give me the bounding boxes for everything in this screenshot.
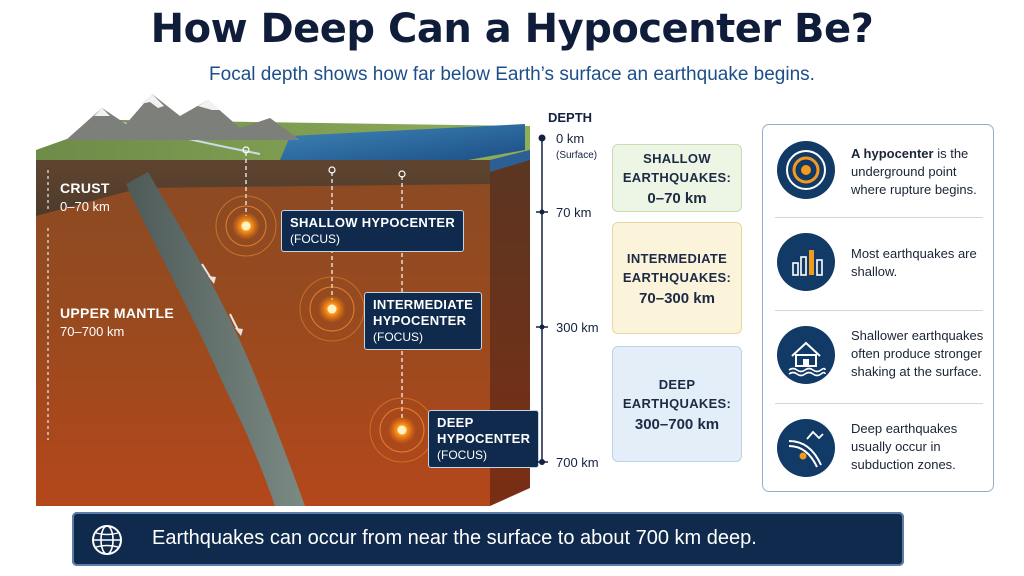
page-title: How Deep Can a Hypocenter Be?: [150, 6, 874, 52]
intermediate-category-range: 70–300 km: [639, 290, 715, 307]
fact-divider: [775, 403, 983, 404]
fact-4-text: Deep earthquakes usually occur in subduc…: [851, 421, 958, 472]
shallow-category-line1: SHALLOW: [643, 151, 711, 166]
intermediate-hypocenter-label: INTERMEDIATE HYPOCENTER (FOCUS): [364, 292, 483, 350]
intermediate-category-line1: INTERMEDIATE: [626, 251, 728, 266]
deep-category-line2: EARTHQUAKES:: [622, 396, 732, 411]
shallow-category-box: SHALLOW EARTHQUAKES: 0–70 km: [612, 144, 742, 212]
depth-700km: 700 km: [556, 455, 599, 470]
intermediate-category-line2: EARTHQUAKES:: [622, 270, 732, 285]
target-icon: [777, 141, 835, 199]
fact-most-shallow: Most earthquakes are shallow.: [763, 218, 995, 310]
shallow-category-line2: EARTHQUAKES:: [622, 170, 732, 185]
deep-hypocenter-label: DEEP HYPOCENTER (FOCUS): [428, 410, 540, 468]
mountain-range: [66, 94, 300, 140]
shallow-hypocenter-focus: (FOCUS): [290, 232, 340, 246]
depth-heading: DEPTH: [548, 110, 593, 125]
intermediate-hypocenter-focus: (FOCUS): [373, 330, 423, 344]
crust-label: CRUST: [60, 180, 110, 196]
deep-hypocenter-focus: (FOCUS): [437, 448, 487, 462]
facts-panel: A hypocenter is the underground point wh…: [762, 124, 994, 492]
bar-chart-icon: [777, 233, 835, 291]
shallow-hypocenter-label: SHALLOW HYPOCENTER (FOCUS): [281, 210, 465, 252]
deep-category-box: DEEP EARTHQUAKES: 300–700 km: [612, 346, 742, 462]
summary-banner: Earthquakes can occur from near the surf…: [72, 512, 904, 566]
fact-1-rest: is the underground point where rupture b…: [851, 146, 977, 197]
summary-text: Earthquakes can occur from near the surf…: [152, 527, 757, 549]
upper-mantle-label: UPPER MANTLE: [60, 305, 175, 321]
depth-300km: 300 km: [556, 320, 599, 335]
fact-shallow-shaking: Shallower earthquakes often produce stro…: [763, 311, 995, 403]
depth-0km: 0 km: [556, 131, 585, 146]
house-shaking-icon: [777, 326, 835, 384]
fact-2-text: Most earthquakes are shallow.: [851, 246, 977, 279]
page-subtitle: Focal depth shows how far below Earth’s …: [209, 64, 815, 85]
fact-hypocenter-definition: A hypocenter is the underground point wh…: [763, 125, 995, 217]
deep-hypocenter-title-2: HYPOCENTER: [437, 431, 531, 446]
depth-70km: 70 km: [556, 205, 592, 220]
ocean-surface: [280, 124, 525, 160]
intermediate-hypocenter-title-1: INTERMEDIATE: [373, 297, 474, 312]
intermediate-hypocenter-title-2: HYPOCENTER: [373, 313, 467, 328]
deep-category-range: 300–700 km: [634, 416, 720, 433]
fact-deep-subduction: Deep earthquakes usually occur in subduc…: [763, 404, 995, 496]
fact-divider: [775, 310, 983, 311]
fact-1-bold: A hypocenter: [851, 146, 934, 161]
fact-divider: [775, 217, 983, 218]
globe-icon: [92, 525, 122, 555]
fact-1-text: A hypocenter is the underground point wh…: [851, 145, 987, 199]
intermediate-category-box: INTERMEDIATE EARTHQUAKES: 70–300 km: [612, 222, 742, 334]
subduction-icon: [777, 419, 835, 477]
deep-hypocenter-marker: [369, 397, 435, 463]
crust-range: 0–70 km: [60, 199, 110, 214]
upper-mantle-range: 70–700 km: [60, 324, 125, 339]
deep-category-line1: DEEP: [658, 377, 696, 392]
intermediate-hypocenter-marker: [299, 276, 365, 342]
shallow-category-range: 0–70 km: [647, 190, 707, 207]
shallow-hypocenter-marker: [215, 195, 277, 257]
deep-hypocenter-title-1: DEEP: [437, 415, 474, 430]
depth-surface-note: (Surface): [556, 150, 598, 161]
shallow-hypocenter-title: SHALLOW HYPOCENTER: [290, 215, 456, 230]
crust-band: [36, 160, 490, 216]
fact-3-text: Shallower earthquakes often produce stro…: [851, 328, 984, 379]
subducting-slab: [126, 172, 305, 506]
depth-scale-axis: [536, 134, 548, 465]
